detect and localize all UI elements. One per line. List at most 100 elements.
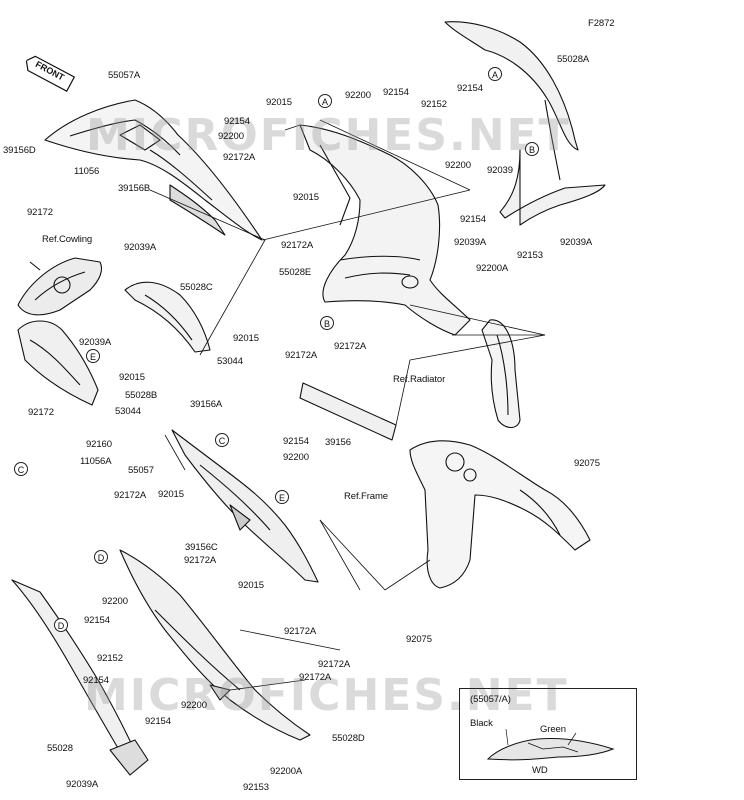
part-label: 92172A	[285, 350, 318, 361]
part-label: 92200	[345, 90, 371, 101]
part-label: 55028	[47, 743, 73, 754]
part-label: 92154	[83, 675, 109, 686]
variant-title: (55057/A)	[470, 694, 511, 705]
part-55028c-inner-panel	[124, 281, 211, 353]
part-label: 39156D	[3, 145, 36, 156]
part-label: 39156	[325, 437, 351, 448]
front-arrow-icon	[25, 55, 76, 92]
part-label: 92154	[460, 214, 486, 225]
part-label: 92075	[406, 634, 432, 645]
part-label: 55028A	[557, 54, 590, 65]
part-55028e-side-fairing	[299, 124, 471, 336]
part-ref-frame	[409, 440, 591, 589]
variant-label-black: Black	[470, 718, 493, 729]
part-55028a-strip	[444, 21, 606, 226]
part-label: 92039A	[454, 237, 487, 248]
variant-cowl-drawing	[486, 728, 615, 761]
part-label: 92039A	[560, 237, 593, 248]
part-label: 92039A	[79, 337, 112, 348]
callout-c-1: C	[215, 433, 229, 447]
part-label: 92039	[487, 165, 513, 176]
part-55028-lower-strip	[11, 579, 149, 776]
callout-b-1: B	[525, 142, 539, 156]
part-label: 55057A	[108, 70, 141, 81]
part-label: 92172A	[114, 490, 147, 501]
part-label: 39156B	[118, 183, 151, 194]
part-label: 92160	[86, 439, 112, 450]
callout-e-1: E	[86, 349, 100, 363]
part-label: 92154	[84, 615, 110, 626]
callout-e-2: E	[275, 490, 289, 504]
part-55028d-lower-panel	[119, 549, 311, 741]
part-label: 92172A	[223, 152, 256, 163]
part-label: 92154	[283, 436, 309, 447]
part-ref-radiator-shroud	[481, 319, 521, 429]
part-label: 92172A	[281, 240, 314, 251]
part-label: 92154	[457, 83, 483, 94]
part-label: 92039A	[124, 242, 157, 253]
part-label: 53044	[217, 356, 243, 367]
part-label: 92015	[158, 489, 184, 500]
part-label: 92200	[283, 452, 309, 463]
part-55057a-upper-cowl	[44, 99, 263, 241]
part-label: 39156C	[185, 542, 218, 553]
leader-lines	[149, 119, 546, 691]
part-label: 92172A	[184, 555, 217, 566]
part-label: 92200	[102, 596, 128, 607]
part-label: 92153	[517, 250, 543, 261]
part-label: 92153	[243, 782, 269, 793]
part-label: 92015	[293, 192, 319, 203]
variant-label-green: Green	[540, 724, 566, 735]
part-label: 92039A	[66, 779, 99, 790]
part-label: Ref.Frame	[344, 491, 388, 502]
part-label: 53044	[115, 406, 141, 417]
part-label: 92172A	[334, 341, 367, 352]
part-label: 92152	[97, 653, 123, 664]
part-label: 11056	[74, 166, 100, 177]
part-label: 39156A	[190, 399, 223, 410]
part-label: 55028E	[279, 267, 312, 278]
part-label: 92172A	[284, 626, 317, 637]
part-label: 55028C	[180, 282, 213, 293]
diagram-code: F2872	[588, 18, 615, 29]
part-label: 55057	[128, 465, 154, 476]
part-label: 92200A	[476, 263, 509, 274]
part-label: 92015	[238, 580, 264, 591]
part-ref-cowling-headlight	[17, 257, 103, 316]
part-label: 92015	[233, 333, 259, 344]
part-label: 92172A	[299, 672, 332, 683]
part-label: 92200	[445, 160, 471, 171]
part-label: 55028D	[332, 733, 365, 744]
part-label: 92172	[27, 207, 53, 218]
part-label: 92200A	[270, 766, 303, 777]
part-label: 92200	[218, 131, 244, 142]
part-label: 92200	[181, 700, 207, 711]
part-label: 92015	[119, 372, 145, 383]
part-55057-lower-cowl	[171, 429, 319, 583]
part-label: 92172	[28, 407, 54, 418]
watermark-bottom: MICROFICHES.NET	[84, 670, 569, 721]
part-label: 55028B	[125, 390, 158, 401]
variant-box: (55057/A) Black Green WD	[459, 688, 637, 780]
part-label: 11056A	[80, 456, 112, 467]
part-39156-strip	[299, 382, 397, 441]
watermark-top: MICROFICHES.NET	[86, 110, 571, 161]
callout-b-2: B	[320, 316, 334, 330]
part-label: 92172A	[318, 659, 351, 670]
callout-a-2: A	[488, 67, 502, 81]
part-label: 92154	[224, 116, 250, 127]
callout-d-1: D	[94, 550, 108, 564]
part-label: 92154	[383, 87, 409, 98]
part-label: 92075	[574, 458, 600, 469]
part-label: 92154	[145, 716, 171, 727]
part-55028b-duct	[17, 320, 99, 406]
part-label: 92152	[421, 99, 447, 110]
part-label: 92015	[266, 97, 292, 108]
part-label: Ref.Radiator	[393, 374, 446, 385]
front-direction-tag: FRONT	[22, 50, 78, 94]
callout-d-2: D	[54, 618, 68, 632]
callout-c-2: C	[14, 462, 28, 476]
part-label: Ref.Cowling	[42, 234, 93, 245]
callout-a-1: A	[318, 94, 332, 108]
